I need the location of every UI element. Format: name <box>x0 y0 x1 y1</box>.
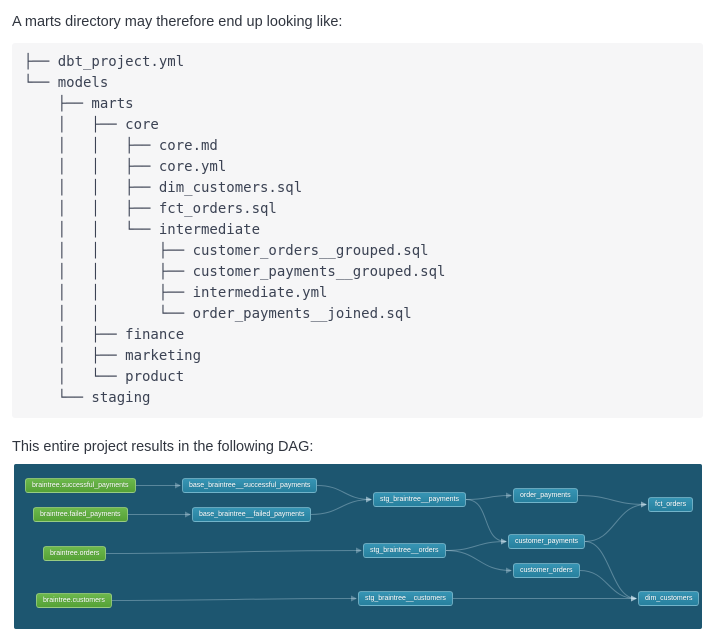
dag-visualization[interactable]: braintree.successful_payments braintree.f… <box>14 464 702 629</box>
dag-node-base-braintree-successful-payments[interactable]: base_braintree__successful_payments <box>182 478 318 493</box>
dag-node-base-braintree-failed-payments[interactable]: base_braintree__failed_payments <box>192 507 312 522</box>
page-content: A marts directory may therefore end up l… <box>0 12 715 629</box>
dag-node-customer-payments[interactable]: customer_payments <box>508 534 586 549</box>
dag-node-braintree-orders[interactable]: braintree.orders <box>43 546 107 561</box>
dag-edges <box>105 482 647 602</box>
dag-node-dim-customers[interactable]: dim_customers <box>638 591 700 606</box>
dag-node-customer-orders[interactable]: customer_orders <box>513 563 580 578</box>
dag-node-stg-braintree-customers[interactable]: stg_braintree__customers <box>358 591 453 606</box>
dag-node-stg-braintree-orders[interactable]: stg_braintree__orders <box>363 543 446 558</box>
dag-node-braintree-customers[interactable]: braintree.customers <box>36 593 112 608</box>
directory-tree: ├── dbt_project.yml └── models ├── marts… <box>12 43 703 418</box>
dag-node-braintree-successful-payments[interactable]: braintree.successful_payments <box>25 478 136 493</box>
dag-node-order-payments[interactable]: order_payments <box>513 488 578 503</box>
dag-node-fct-orders[interactable]: fct_orders <box>648 497 694 512</box>
dag-caption: This entire project results in the follo… <box>12 439 314 455</box>
dag-node-braintree-failed-payments[interactable]: braintree.failed_payments <box>33 507 128 522</box>
intro-text: A marts directory may therefore end up l… <box>12 14 343 30</box>
dag-node-stg-braintree-payments[interactable]: stg_braintree__payments <box>373 492 466 507</box>
